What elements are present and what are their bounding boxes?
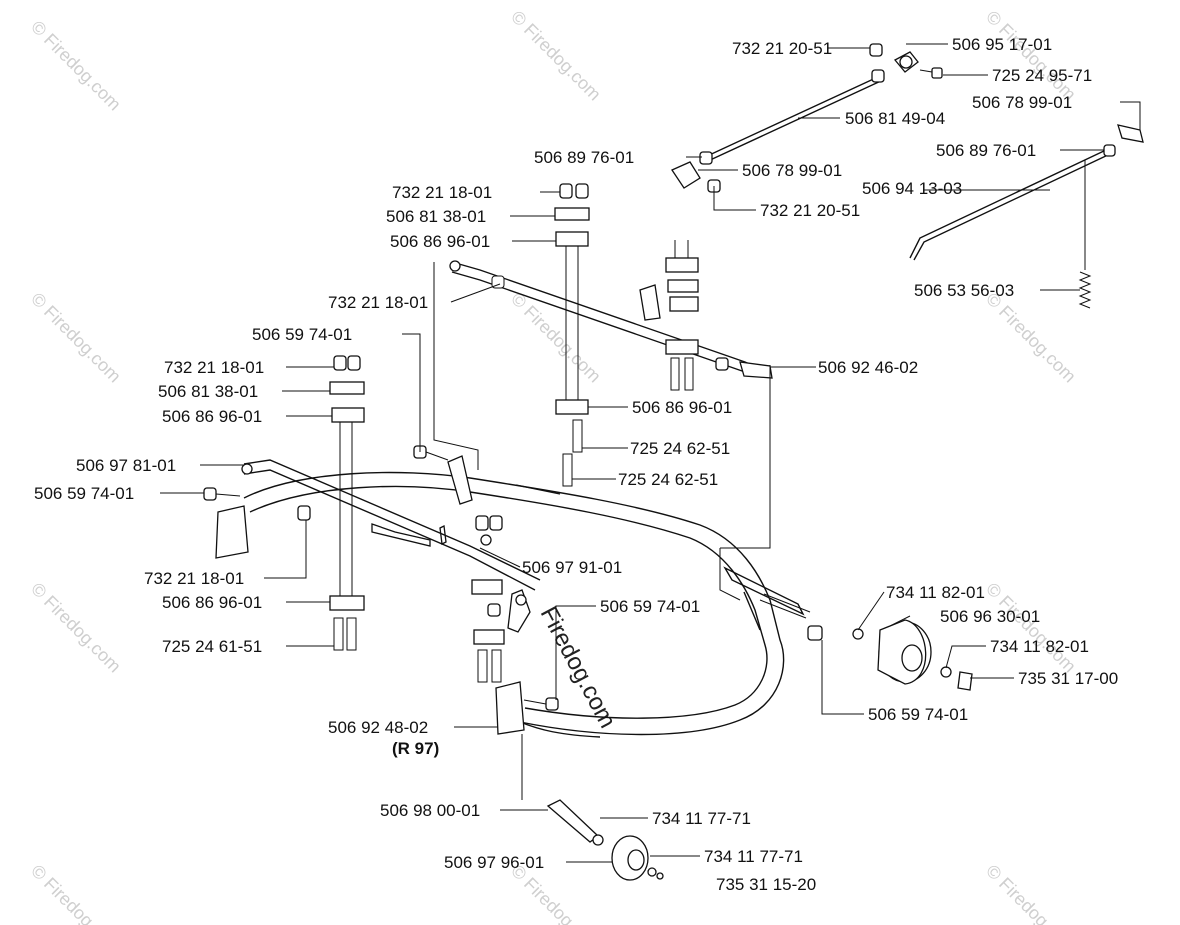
part-label: 506 81 38-01 [386,207,486,226]
watermark-grid: © Firedog.com © Firedog.com © Firedog.co… [27,7,1080,925]
left-bolt-column [329,355,365,651]
part-label: 506 97 91-01 [522,558,622,577]
part-label: 732 21 18-01 [164,358,264,377]
part-label: 735 31 15-20 [716,875,816,894]
part-label: 732 21 18-01 [144,569,244,588]
part-label: 506 59 74-01 [34,484,134,503]
part-label: 734 11 77-71 [652,809,751,828]
part-label: 506 78 99-01 [972,93,1072,112]
part-label: 725 24 62-51 [618,470,718,489]
lower-mid-assembly [471,515,559,800]
part-label: 732 21 18-01 [392,183,492,202]
watermark-diagonal: Firedog.com [535,602,621,732]
part-label: 734 11 82-01 [886,583,985,602]
right-wheel-assembly [759,593,973,691]
part-label: 506 86 96-01 [162,593,262,612]
part-labels: 732 21 20-51 506 95 17-01 725 24 95-71 5… [34,35,1118,894]
part-label-revision: (R 97) [392,739,439,758]
part-label: 506 86 96-01 [390,232,490,251]
part-label: 725 24 62-51 [630,439,730,458]
part-label: 506 89 76-01 [534,148,634,167]
part-label: 506 81 49-04 [845,109,945,128]
part-label: 506 92 48-02 [328,718,428,737]
part-label: 506 96 30-01 [940,607,1040,626]
part-label: 506 89 76-01 [936,141,1036,160]
part-label: 735 31 17-00 [1018,669,1118,688]
part-label: 734 11 82-01 [990,637,1089,656]
center-bolt-column [554,183,590,487]
watermark-text: © Firedog.com [27,861,125,925]
part-label: 506 98 00-01 [380,801,480,820]
watermark-text: © Firedog.com [507,7,605,105]
part-label: 506 78 99-01 [742,161,842,180]
crossbar-assembly [449,240,773,391]
part-label: 506 81 38-01 [158,382,258,401]
watermark-text: © Firedog.com [507,289,605,387]
leader-lines [160,43,1141,863]
part-label: 506 86 96-01 [162,407,262,426]
watermark-text: © Firedog.com [982,861,1080,925]
part-label: 725 24 95-71 [992,66,1092,85]
part-label: 506 59 74-01 [868,705,968,724]
watermark-text: © Firedog.com [27,289,125,387]
part-label: 506 59 74-01 [600,597,700,616]
watermark-text: © Firedog.com [982,289,1080,387]
part-label: 506 59 74-01 [252,325,352,344]
left-bracket-assembly [203,445,541,591]
watermark-text: © Firedog.com [982,579,1080,677]
part-label: 506 86 96-01 [632,398,732,417]
part-label: 506 53 56-03 [914,281,1014,300]
part-label: 506 97 81-01 [76,456,176,475]
watermark-text: © Firedog.com [982,7,1080,105]
part-label: 506 97 96-01 [444,853,544,872]
part-label: 506 94 13-03 [862,179,962,198]
part-label: 732 21 18-01 [328,293,428,312]
watermark-text: © Firedog.com [27,17,125,115]
part-label: 506 92 46-02 [818,358,918,377]
part-label: 725 24 61-51 [162,637,262,656]
part-label: 732 21 20-51 [732,39,832,58]
part-label: 732 21 20-51 [760,201,860,220]
part-label: 506 95 17-01 [952,35,1052,54]
part-label: 734 11 77-71 [704,847,803,866]
bottom-wheel-assembly [546,799,664,881]
watermark-text: © Firedog.com [27,579,125,677]
